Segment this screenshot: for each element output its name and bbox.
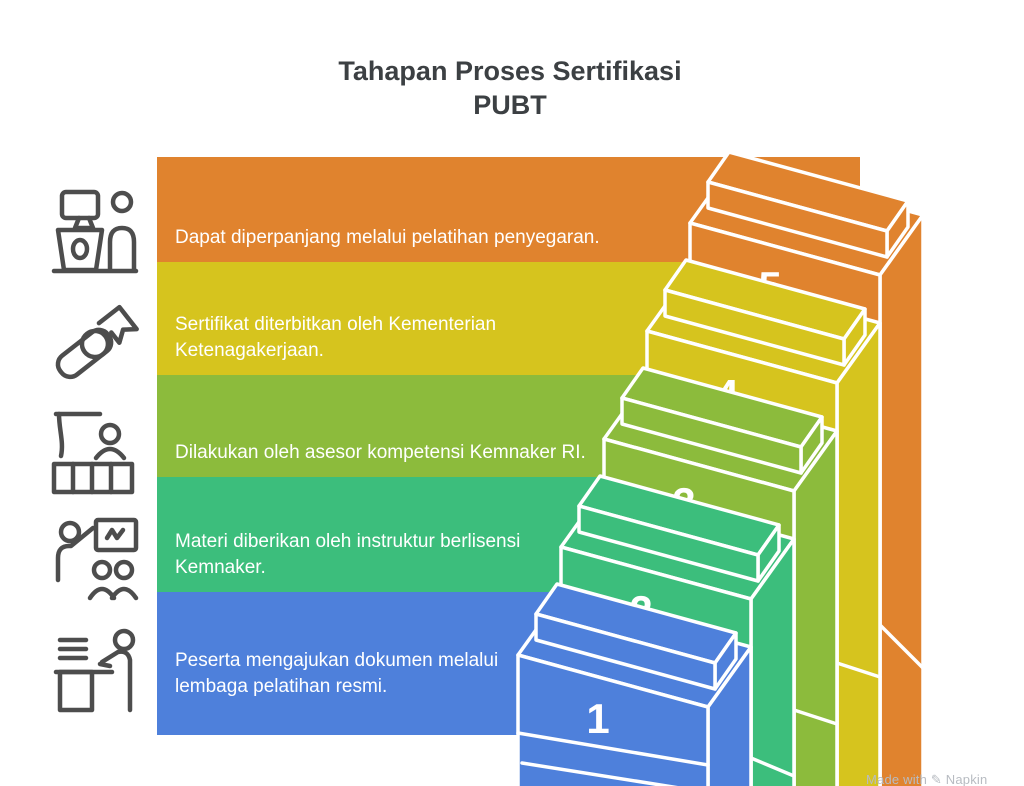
step-5-label: Dapat diperpanjang melalui pelatihan pen…	[175, 226, 600, 248]
step-4-slab-front-face	[663, 288, 846, 367]
step-3-right-face	[792, 429, 839, 786]
step-1-band: Peserta mengajukan dokumen melalui lemba…	[157, 592, 575, 735]
step-5-right-face	[878, 213, 925, 786]
page-title-line1: Tahapan Proses Sertifikasi	[338, 56, 682, 86]
step-4-base-edge-0	[835, 661, 882, 679]
step-1-front-face	[516, 653, 710, 786]
step-4-right-face	[835, 321, 882, 786]
step-1-right-face	[706, 645, 753, 786]
step-2-label: Materi diberikan oleh instruktur berlise…	[175, 531, 521, 578]
step-3-label: Dilakukan oleh asesor kompetensi Kemnake…	[175, 441, 586, 463]
watermark: Made with ✎ Napkin	[866, 772, 988, 786]
certificate-icon	[46, 298, 142, 394]
step-3-base-edge-0	[792, 708, 839, 726]
step-5-base-edge-0	[878, 623, 925, 670]
step-1-slab-front-face	[534, 612, 717, 691]
assessment-exam-icon	[46, 406, 142, 502]
step-4-label: Sertifikat diterbitkan oleh Kementerian …	[175, 314, 497, 361]
step-2-band: Materi diberikan oleh instruktur berlise…	[157, 477, 620, 592]
step-5-slab-front-face	[706, 180, 889, 259]
presentation-podium-icon	[46, 186, 142, 282]
step-1-label: Peserta mengajukan dokumen melalui lemba…	[175, 650, 499, 697]
step-2-slab-front-face	[577, 504, 760, 583]
step-3-band: Dilakukan oleh asesor kompetensi Kemnake…	[157, 375, 660, 477]
page-title-line2: PUBT	[473, 90, 547, 120]
classroom-training-icon	[46, 514, 142, 610]
registration-desk-icon	[46, 626, 142, 722]
step-3-slab-front-face	[620, 396, 803, 475]
step-1-number: 1	[586, 695, 609, 742]
step-1-base-edge-0	[516, 731, 710, 767]
step-4-band: Sertifikat diterbitkan oleh Kementerian …	[157, 262, 700, 375]
step-2-base-edge-0	[749, 756, 796, 778]
